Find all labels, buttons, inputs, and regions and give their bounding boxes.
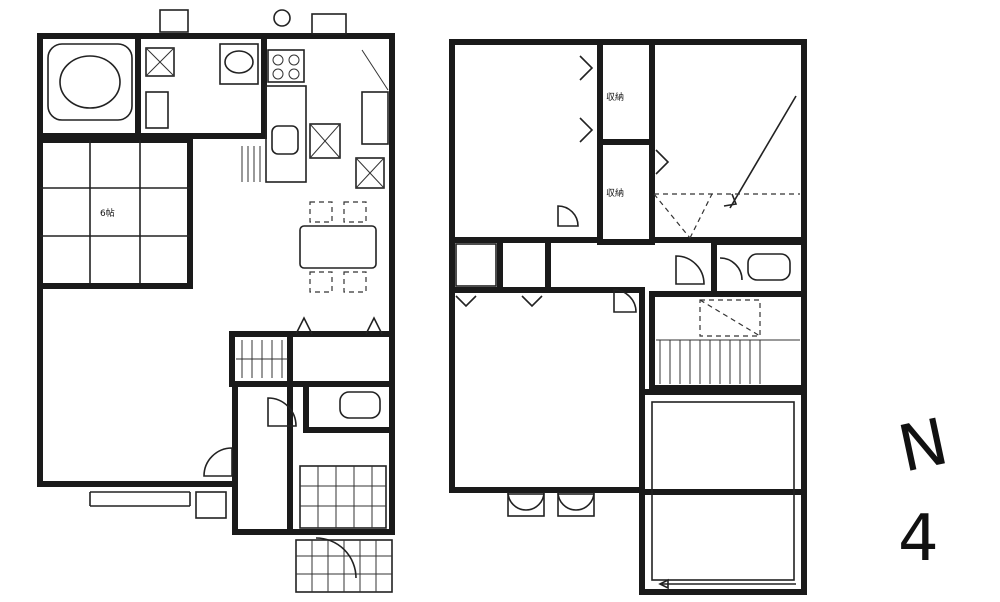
entrance-tile-floor	[299, 465, 387, 529]
window-marks	[655, 149, 670, 175]
door-swing	[675, 255, 705, 285]
dining-table	[299, 225, 377, 269]
small-stair	[236, 340, 288, 378]
north-letter: N	[892, 405, 954, 487]
bedroom-north-east	[649, 39, 807, 243]
ac-outdoor-unit	[507, 493, 545, 517]
north-arrow: N 4	[892, 405, 954, 576]
outdoor-fitting	[273, 9, 291, 27]
toilet	[303, 381, 395, 433]
tatami-room	[37, 137, 193, 289]
stairwell	[649, 291, 807, 391]
chair	[343, 201, 367, 223]
door-swing	[267, 397, 297, 427]
washbasin-counter	[219, 43, 259, 85]
bathroom	[37, 33, 141, 139]
ventilation-unit	[311, 13, 347, 35]
window-marks	[295, 316, 383, 335]
second-floor-plan: 収納 収納	[449, 39, 807, 595]
door-swing	[203, 447, 233, 477]
front-door-swing	[315, 537, 357, 579]
bathtub-basin	[59, 55, 121, 109]
ac-outdoor-unit	[557, 491, 595, 511]
second-floor-outer-walls	[449, 39, 807, 495]
balcony-inner	[651, 401, 795, 581]
refrigerator	[309, 123, 341, 159]
porch-tile-floor	[295, 539, 393, 593]
closet-a-label: 収納	[606, 91, 624, 103]
window-marks	[579, 55, 594, 143]
chair	[309, 201, 333, 223]
bedroom-north-west	[449, 39, 603, 243]
storage-shelf	[455, 243, 497, 287]
washroom	[135, 33, 267, 139]
kitchen-step	[241, 146, 261, 182]
main-stair	[656, 299, 800, 384]
closet-a	[597, 39, 655, 145]
washbasin	[224, 50, 254, 74]
bedroom-south	[449, 287, 645, 493]
water-heater	[159, 9, 189, 33]
toilet-bowl	[747, 253, 791, 281]
washing-machine	[145, 47, 175, 77]
first-floor-plan: 6帖	[37, 9, 395, 593]
door-swing	[613, 289, 637, 313]
closet-b-label: 収納	[606, 187, 624, 199]
door-swing	[557, 205, 579, 227]
cupboard	[355, 157, 385, 189]
window-marks	[455, 295, 543, 308]
bathtub	[47, 43, 133, 121]
balcony	[639, 389, 807, 595]
north-symbol: 4	[898, 502, 939, 576]
entrance-hall	[232, 381, 395, 535]
kitchen-sink	[271, 125, 299, 155]
exterior-unit	[195, 491, 227, 519]
kitchen-counter	[265, 85, 307, 183]
chair	[343, 271, 367, 293]
tatami-room-area-label: 6帖	[100, 207, 115, 219]
chair	[309, 271, 333, 293]
ac-outdoor-unit	[507, 491, 545, 511]
room-arrow	[729, 95, 797, 209]
stove	[267, 49, 305, 83]
storage-shelf	[145, 91, 169, 129]
ac-outdoor-unit	[557, 493, 595, 517]
toilet-bowl	[339, 391, 381, 419]
pantry-shelf	[361, 91, 389, 145]
door-swing	[719, 257, 743, 281]
